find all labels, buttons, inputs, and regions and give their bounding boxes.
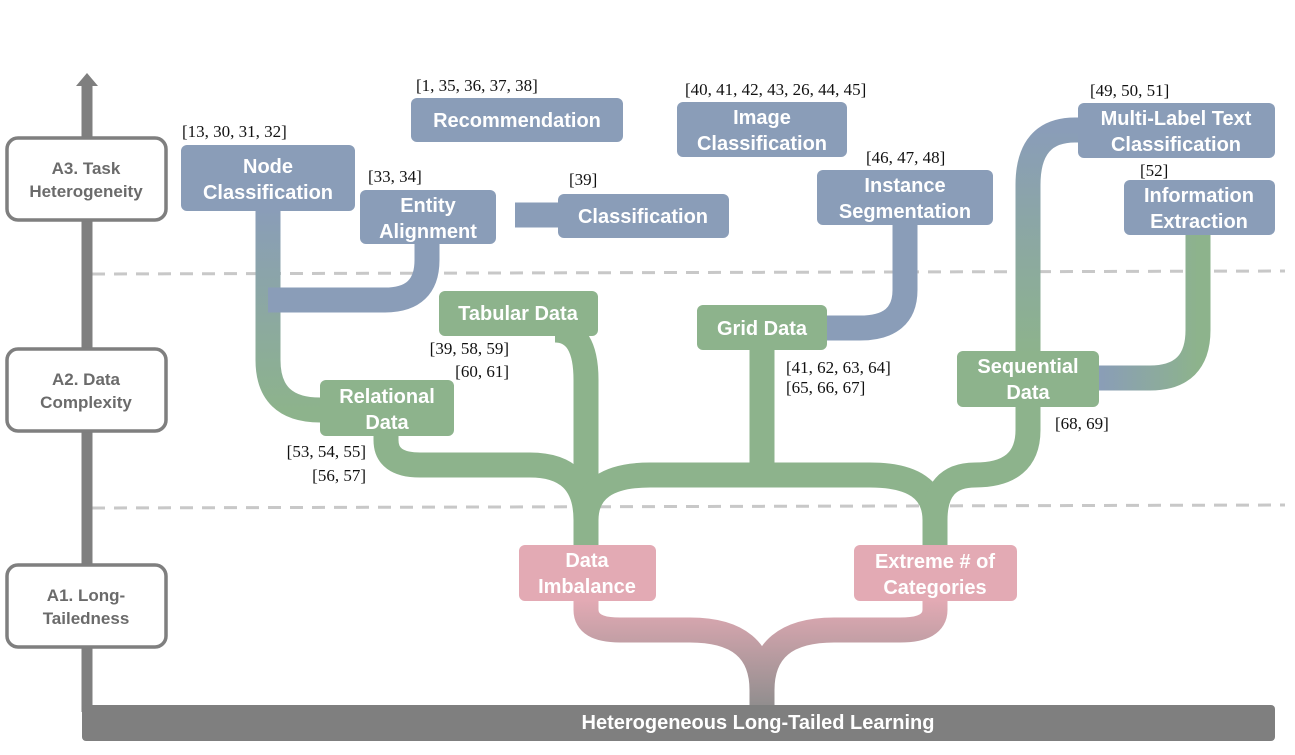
node-sequential-data: Sequential Data [957,351,1099,407]
sequential-line2: Data [1006,382,1050,404]
level-box-a2: A2. Data Complexity [5,347,168,433]
node-data-imbalance: Data Imbalance [519,545,656,601]
stem-grid-to-extreme [762,462,948,548]
relational-refs-1: [53, 54, 55] [287,442,366,461]
image-classification-line1: Image [733,107,791,129]
information-extraction-line2: Extraction [1150,211,1248,233]
relational-refs-2: [56, 57] [312,466,366,485]
node-tabular-data: Tabular Data [439,291,598,336]
level-separator-upper [91,269,1286,276]
level-separator-lower [91,503,1286,510]
stem-infoextraction-to-sequential [1098,232,1211,391]
root-label: Heterogeneous Long-Tailed Learning [582,712,935,734]
node-grid-data: Grid Data [697,305,827,350]
stem-instance-to-grid [826,222,918,341]
node-multilabel-text-classification: Multi-Label Text Classification [1078,103,1275,158]
extreme-categories-line2: Categories [883,577,986,599]
information-extraction-refs: [52] [1140,161,1168,180]
relational-line2: Data [365,412,409,434]
grid-refs-2: [65, 66, 67] [786,378,865,397]
data-imbalance-line2: Imbalance [538,576,636,598]
instance-segmentation-line2: Segmentation [839,201,971,223]
node-entity-alignment: Entity Alignment [360,190,496,244]
node-relational-data: Relational Data [320,380,454,436]
entity-alignment-line2: Alignment [379,221,477,243]
image-classification-refs: [40, 41, 42, 43, 26, 44, 45] [685,80,866,99]
node-image-classification: Image Classification [677,102,847,157]
data-imbalance-line1: Data [565,550,609,572]
sequential-line1: Sequential [977,356,1078,378]
node-classification-refs: [13, 30, 31, 32] [182,122,287,141]
stem-relational-to-imbalance [373,432,599,548]
axis-arrow-head [76,73,98,86]
multilabel-text-refs: [49, 50, 51] [1090,81,1169,100]
root-bar [82,705,1275,741]
level-a3-line2: Heterogeneity [29,182,143,201]
entity-alignment-line1: Entity [400,195,456,217]
relational-line1: Relational [339,386,435,408]
level-a2-line1: A2. Data [52,370,121,389]
level-box-a1: A1. Long- Tailedness [5,563,168,649]
grid-refs-1: [41, 62, 63, 64] [786,358,891,377]
stem-sequential-to-extreme [922,405,1041,521]
image-classification-line2: Classification [697,133,827,155]
stem-node-to-relational [255,210,325,423]
node-recommendation: Recommendation [411,98,623,142]
tabular-line1: Tabular Data [458,303,579,325]
instance-segmentation-line1: Instance [864,175,945,197]
information-extraction-line1: Information [1144,185,1254,207]
recommendation-refs: [1, 35, 36, 37, 38] [416,76,538,95]
level-box-a3: A3. Task Heterogeneity [5,136,168,222]
node-classification: Classification [558,194,729,238]
entity-alignment-refs: [33, 34] [368,167,422,186]
level-a1-line1: A1. Long- [47,586,125,605]
tabular-refs-2: [60, 61] [455,362,509,381]
node-instance-segmentation: Instance Segmentation [817,170,993,225]
stem-grid-to-imbalance [573,350,775,521]
stem-imbalance-right [749,600,948,712]
stem-multilabel-to-sequential [1015,117,1085,355]
recommendation-line1: Recommendation [433,110,601,132]
stem-imbalance-left [573,600,775,712]
level-a1-line2: Tailedness [43,609,130,628]
node-node-classification: Node Classification [181,145,355,211]
sequential-refs-1: [68, 69] [1055,414,1109,433]
classification-refs: [39] [569,170,597,189]
node-extreme-categories: Extreme # of Categories [854,545,1017,601]
node-information-extraction: Information Extraction [1124,180,1275,235]
stem-entity-to-relational [268,240,440,313]
tabular-refs-1: [39, 58, 59] [430,339,509,358]
multilabel-text-line2: Classification [1111,134,1241,156]
classification-line1: Classification [578,206,708,228]
node-classification-line2: Classification [203,182,333,204]
level-a2-line2: Complexity [40,393,132,412]
multilabel-text-line1: Multi-Label Text [1101,108,1252,130]
grid-line1: Grid Data [717,318,808,340]
instance-segmentation-refs: [46, 47, 48] [866,148,945,167]
extreme-categories-line1: Extreme # of [875,551,995,573]
node-classification-line1: Node [243,156,293,178]
level-a3-line1: A3. Task [52,159,121,178]
